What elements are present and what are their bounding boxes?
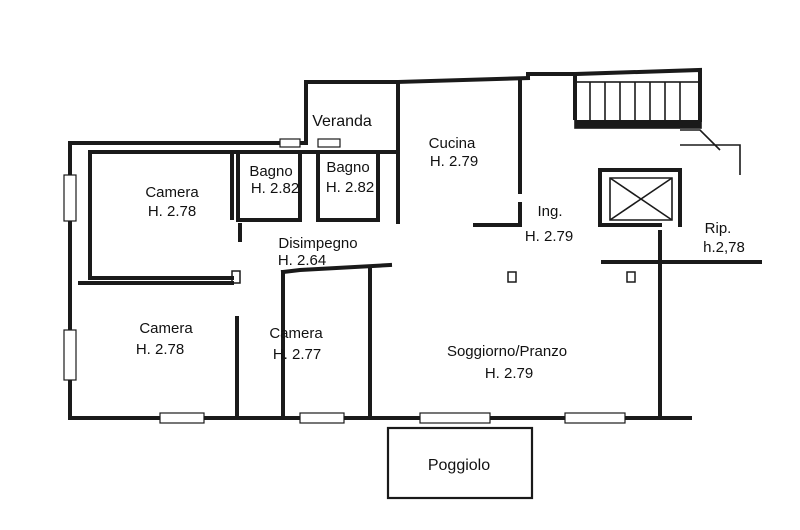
rip-label: Rip. xyxy=(705,220,732,237)
stairs xyxy=(574,81,741,221)
cucina-height: H. 2.79 xyxy=(430,153,478,170)
soggiorno-label: Soggiorno/Pranzo xyxy=(447,343,567,360)
disimpegno-height: H. 2.64 xyxy=(278,252,326,269)
poggiolo-label: Poggiolo xyxy=(428,457,490,474)
bagno-2-height: H. 2.82 xyxy=(326,179,374,196)
windows xyxy=(63,138,626,424)
bagno-1-label: Bagno xyxy=(249,163,292,180)
disimpegno-label: Disimpegno xyxy=(278,235,357,252)
veranda-label: Veranda xyxy=(312,113,372,130)
bagno-2-label: Bagno xyxy=(326,159,369,176)
column-mark xyxy=(507,271,517,283)
camera-top-height: H. 2.78 xyxy=(148,203,196,220)
soggiorno-height: H. 2.79 xyxy=(485,365,533,382)
camera-top-label: Camera xyxy=(145,184,199,201)
column-mark xyxy=(626,271,636,283)
column-mark xyxy=(231,270,241,284)
camera-bottom-mid-label: Camera xyxy=(269,325,323,342)
bagno-1-height: H. 2.82 xyxy=(251,180,299,197)
camera-bottom-left-label: Camera xyxy=(139,320,193,337)
interior-walls xyxy=(78,80,762,420)
ingresso-height: H. 2.79 xyxy=(525,228,573,245)
camera-bottom-mid-height: H. 2.77 xyxy=(273,346,321,363)
camera-bottom-left-height: H. 2.78 xyxy=(136,341,184,358)
cucina-label: Cucina xyxy=(429,135,476,152)
ingresso-label: Ing. xyxy=(537,203,562,220)
rip-height: h.2,78 xyxy=(703,239,745,256)
poggiolo-outline xyxy=(386,426,534,500)
